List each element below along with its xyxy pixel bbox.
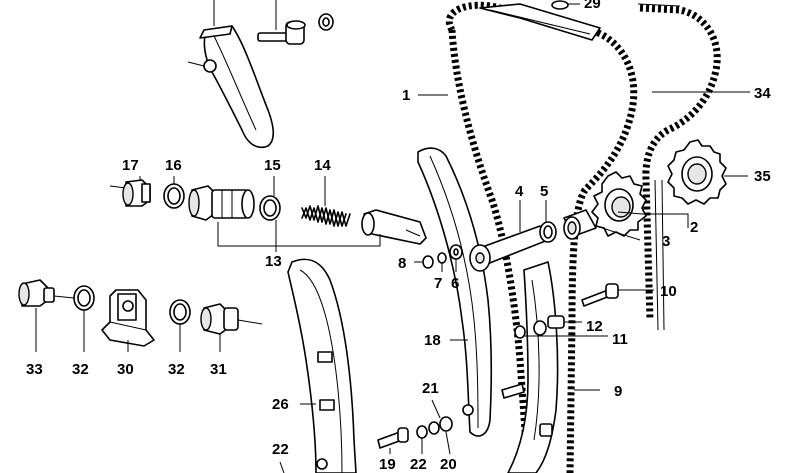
stud-bolt	[501, 383, 525, 399]
washer-11	[514, 325, 608, 339]
label-16: 16	[165, 157, 182, 174]
label-7: 7	[434, 275, 442, 292]
spring-14	[301, 205, 351, 227]
chain-guide-9	[507, 261, 600, 473]
tensioner-piston	[361, 209, 427, 245]
label-19: 19	[379, 456, 396, 473]
label-20: 20	[440, 456, 457, 473]
washer-7	[437, 252, 447, 272]
label-35: 35	[754, 168, 771, 185]
plug-33	[18, 279, 55, 352]
label-15: 15	[264, 157, 281, 174]
guide-pin-bolt	[257, 0, 306, 45]
upper-guide-rail	[187, 25, 275, 149]
label-31: 31	[210, 361, 227, 378]
washer-6	[449, 244, 463, 272]
label-18: 18	[424, 332, 441, 349]
label-9: 9	[614, 383, 622, 400]
label-10: 10	[660, 283, 677, 300]
label-33: 33	[26, 361, 43, 378]
label-34: 34	[754, 85, 771, 102]
seal-ring-32-a	[73, 285, 95, 352]
upper-chain-guide-top	[479, 3, 601, 41]
plug-17	[122, 179, 151, 207]
washer-20	[428, 416, 453, 455]
label-1: 1	[402, 87, 410, 104]
label-14: 14	[314, 157, 331, 174]
guide-rail-26	[287, 258, 357, 473]
label-3: 3	[662, 233, 670, 250]
label-29: 29	[584, 0, 601, 12]
label-12: 12	[586, 318, 603, 335]
tensioner-housing	[188, 185, 255, 221]
washer-22-lower	[416, 425, 428, 454]
bushing-12	[533, 315, 582, 336]
label-22-b: 22	[410, 456, 427, 473]
label-4: 4	[515, 183, 524, 200]
label-8: 8	[398, 255, 406, 272]
top-bolt-29	[551, 0, 580, 10]
label-21: 21	[422, 380, 439, 397]
housing-30	[101, 289, 155, 352]
label-11: 11	[612, 331, 628, 348]
label-26: 26	[272, 396, 289, 413]
o-ring-5	[539, 200, 557, 243]
label-5: 5	[540, 183, 548, 200]
label-17: 17	[122, 157, 139, 174]
label-6: 6	[451, 275, 459, 292]
part-labels: 29 1 34 35 17 16 15 14 4 5 2 3 13 8 7 6 …	[26, 0, 771, 473]
seal-ring-32-b	[169, 299, 191, 352]
small-washer-top	[318, 13, 334, 31]
bushing-3	[563, 209, 641, 241]
screw-plug-31	[200, 303, 263, 352]
shaft-4	[469, 200, 549, 272]
label-32-b: 32	[168, 361, 185, 378]
crank-sprocket-2	[591, 171, 647, 237]
label-13: 13	[265, 253, 282, 270]
seal-ring-16	[163, 183, 185, 209]
bolt-19	[377, 427, 409, 454]
bolt-10	[581, 283, 654, 307]
timing-chain-34	[637, 3, 721, 331]
label-32-a: 32	[72, 361, 89, 378]
sealing-ring-15	[259, 195, 281, 221]
label-2: 2	[690, 219, 698, 236]
label-30: 30	[117, 361, 134, 378]
nut-8	[414, 255, 434, 269]
sprocket-35	[667, 139, 727, 205]
tensioner-rail-18	[417, 147, 493, 437]
label-22-a: 22	[272, 441, 289, 458]
